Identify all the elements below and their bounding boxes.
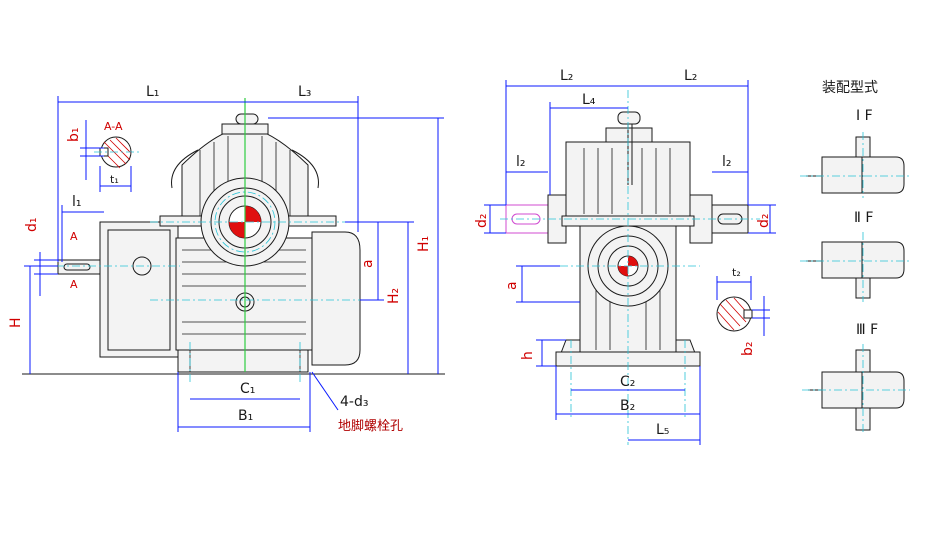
dim-d1: d₁ [24, 218, 40, 233]
side-dimensions [484, 80, 776, 445]
dim-a-right: a [504, 281, 520, 290]
dim-d2-left: d₂ [474, 214, 490, 229]
dim-h: h [520, 351, 536, 360]
dim-B1: B₁ [238, 408, 253, 424]
dim-d2-right: d₂ [756, 214, 772, 229]
dim-a-left: a [360, 259, 376, 268]
dim-C2: C₂ [620, 374, 635, 390]
dim-d3: 4-d₃ [340, 394, 368, 410]
section-a-bottom: A [70, 278, 78, 291]
type-2-label: Ⅱ F [854, 210, 873, 226]
dim-t2: t₂ [732, 266, 741, 279]
dim-l2-left: l₂ [516, 154, 526, 170]
dim-C1: C₁ [240, 381, 255, 397]
dim-H1: H₁ [416, 236, 432, 252]
dim-L2-left: L₂ [560, 68, 573, 84]
dim-b1: b₁ [66, 128, 82, 143]
front-view [22, 98, 445, 385]
foot [177, 349, 309, 373]
dim-l2-right: l₂ [722, 154, 732, 170]
dim-t1: t₁ [110, 173, 119, 186]
dim-l1: l₁ [72, 194, 82, 210]
dim-B2: B₂ [620, 398, 635, 414]
section-aa-label: A-A [104, 120, 123, 133]
side-view [500, 90, 760, 445]
front-dimensions [24, 96, 444, 432]
assembly-type-1: Ⅰ F [800, 108, 910, 198]
breather-cap [235, 113, 259, 125]
dim-H2: H₂ [386, 288, 402, 304]
section-a-top: A [70, 230, 78, 243]
dim-H: H [8, 317, 24, 328]
foot-hole-label: 地脚螺栓孔 [338, 418, 403, 434]
dim-L1: L₁ [146, 84, 159, 100]
dim-b2: b₂ [740, 342, 756, 357]
type-3-label: Ⅲ F [856, 322, 878, 338]
assembly-type-title: 装配型式 [822, 80, 878, 96]
input-cover [99, 221, 179, 358]
dim-L4: L₄ [582, 92, 596, 108]
dim-L5: L₅ [656, 422, 669, 438]
assembly-type-3: Ⅲ F [802, 322, 910, 434]
type-1-label: Ⅰ F [856, 108, 873, 124]
assembly-type-2: Ⅱ F [800, 210, 910, 302]
dim-L2-right: L₂ [684, 68, 697, 84]
dim-L3: L₃ [298, 84, 311, 100]
